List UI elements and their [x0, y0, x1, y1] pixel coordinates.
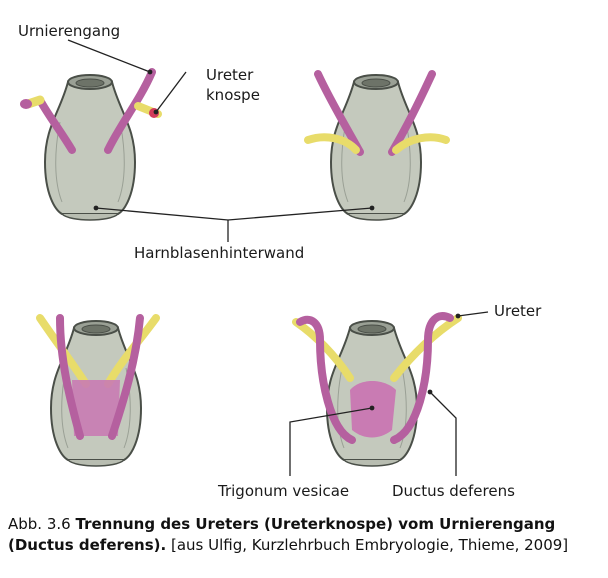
label-harnblasenhinterwand: Harnblasenhinterwand [134, 244, 304, 262]
label-ureter: Ureter [494, 302, 542, 320]
panel-3 [36, 314, 160, 467]
trigonum-early [72, 380, 120, 436]
panel-1 [20, 68, 162, 221]
label-ureter-knospe-line2: knospe [206, 86, 260, 104]
label-ductus-deferens: Ductus deferens [392, 482, 515, 500]
caption-source: [aus Ulfig, Kurzlehrbuch Embryologie, Th… [171, 536, 569, 554]
leader-lines [67, 39, 489, 476]
label-ureter-knospe-line1: Ureter [206, 66, 254, 84]
urnierengang-right [104, 68, 156, 154]
panel-4 [292, 312, 462, 467]
caption-title: Trennung des Ureters (Ureterknospe) vom … [8, 515, 556, 554]
caption-number: Abb. 3.6 [8, 515, 71, 533]
ductus-deferens [390, 312, 454, 444]
figure-caption: Abb. 3.6 Trennung des Ureters (Ureterkno… [8, 514, 604, 556]
label-trigonum-vesicae: Trigonum vesicae [217, 482, 349, 500]
label-urnierengang: Urnierengang [18, 22, 120, 40]
panel-2 [304, 70, 450, 221]
ureter-separation-diagram: Urnierengang Ureter knospe Harnblasenhin… [18, 22, 542, 500]
